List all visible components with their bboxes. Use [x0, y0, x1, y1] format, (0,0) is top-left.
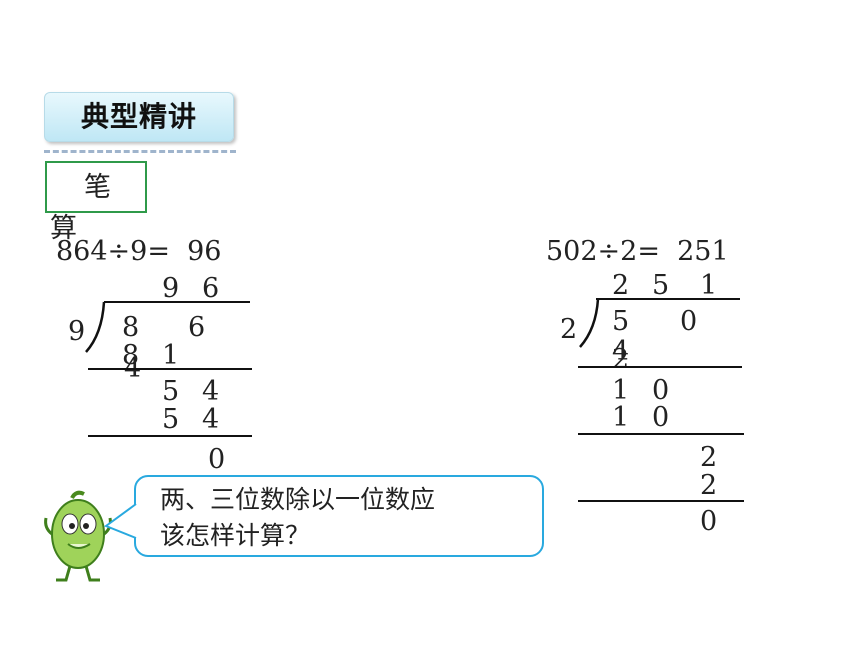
- dividend-digit: 0: [680, 306, 698, 337]
- equation-1: 864÷9= 96: [56, 236, 222, 267]
- step-line: [578, 433, 744, 435]
- dividend-digit: 6: [188, 312, 206, 343]
- step-digit: 8: [122, 340, 140, 371]
- quotient-digit: 1: [700, 270, 718, 301]
- quotient-digit: 2: [612, 270, 630, 301]
- speech-bubble-tail: [104, 503, 138, 539]
- step-digit: 4: [202, 404, 220, 435]
- step-digit: 2: [612, 344, 630, 375]
- question-line2: 该怎样计算？: [160, 521, 311, 550]
- remainder: 0: [208, 444, 226, 475]
- division-bracket: [579, 298, 600, 348]
- mascot-icon: [44, 490, 112, 582]
- step-line: [88, 368, 252, 370]
- label-box: [45, 161, 147, 213]
- step-digit: 4: [202, 376, 220, 407]
- label-line2: 算: [50, 213, 77, 244]
- dividend-digit: 5: [612, 306, 630, 337]
- remainder: 0: [700, 506, 718, 537]
- section-title: 典型精讲: [44, 92, 234, 142]
- step-digit: 5: [162, 404, 180, 435]
- quotient-digit: 9: [162, 273, 180, 304]
- step-digit: 4: [612, 336, 630, 367]
- step-line: [578, 366, 742, 368]
- step-line: [578, 500, 744, 502]
- step-digit: 2: [700, 470, 718, 501]
- speech-bubble: [134, 475, 544, 557]
- quotient-digit: 5: [652, 270, 670, 301]
- question-line1: 两、三位数除以一位数应: [160, 485, 436, 514]
- step-digit: 1: [612, 375, 630, 406]
- step-digit: 0: [652, 375, 670, 406]
- question-text: 两、三位数除以一位数应 该怎样计算？: [160, 482, 540, 554]
- step-digit: 1: [612, 402, 630, 433]
- equation-2: 502÷2= 251: [546, 236, 729, 267]
- step-digit: 0: [652, 402, 670, 433]
- divisor: 2: [560, 314, 578, 345]
- division-bar: [104, 301, 250, 303]
- step-digit: 2: [700, 442, 718, 473]
- divisor: 9: [68, 316, 86, 347]
- division-bar: [596, 298, 740, 300]
- quotient-digit: 6: [202, 273, 220, 304]
- dividend-digit: 8: [122, 312, 140, 343]
- dashed-divider: [44, 150, 236, 153]
- division-bracket: [85, 301, 106, 353]
- step-digit: 5: [162, 376, 180, 407]
- label-line1: 笔: [84, 172, 111, 203]
- step-digit: 1: [162, 340, 180, 371]
- step-line: [88, 435, 252, 437]
